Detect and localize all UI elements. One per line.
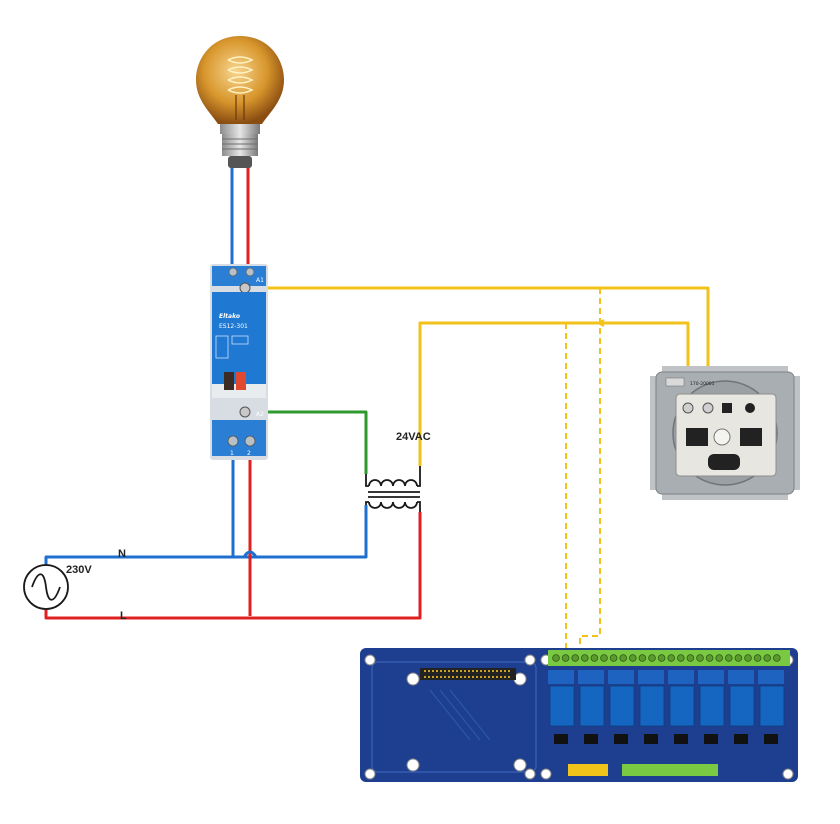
relay-channel — [608, 670, 635, 744]
relay-channel — [728, 670, 755, 744]
switch-part-number: 170-20001 — [690, 381, 715, 387]
relay-channel — [578, 670, 605, 744]
control-a1-wire — [252, 286, 710, 398]
relay-terminal-housing — [728, 670, 754, 684]
terminal-screw — [772, 654, 781, 662]
light-bulb — [196, 36, 284, 168]
terminal-screws — [552, 654, 781, 662]
relay-driver-chip — [644, 734, 658, 744]
relay-driver-chip — [554, 734, 568, 744]
terminal-screw — [609, 654, 618, 662]
terminal-screw — [600, 654, 608, 662]
relay-channel — [758, 670, 785, 744]
relay-channel — [548, 670, 575, 744]
terminal-screw — [657, 654, 666, 662]
relay-body — [579, 685, 605, 727]
relay-body — [639, 685, 665, 727]
relay-driver-chip — [704, 734, 718, 744]
relay-channels — [548, 670, 785, 744]
terminal-screw — [763, 654, 771, 662]
relay-module: Eltako ES12-301 A1 A2 1 2 — [210, 264, 268, 460]
relay-body — [729, 685, 755, 727]
terminal-screw — [638, 654, 647, 662]
neutral-label: N — [118, 548, 126, 560]
switch-insert: 170-20001 — [650, 366, 800, 500]
relay-terminal-housing — [668, 670, 694, 684]
transformer — [365, 466, 421, 512]
relay-terminal-housing — [758, 670, 784, 684]
terminal-a2-label: A2 — [256, 411, 264, 418]
terminal-screw — [686, 654, 695, 662]
wires — [44, 168, 710, 652]
terminal-a1-label: A1 — [256, 277, 264, 284]
terminal-screw — [734, 654, 743, 662]
relay-model: ES12-301 — [219, 323, 248, 330]
terminal-screw — [744, 654, 752, 662]
relay-body — [549, 685, 575, 727]
relay-terminal-housing — [698, 670, 724, 684]
relay-body — [669, 685, 695, 727]
relay-body — [699, 685, 725, 727]
terminal-screw — [715, 654, 723, 662]
relay-brand: Eltako — [219, 313, 240, 320]
relay-terminal-housing — [638, 670, 664, 684]
relay-driver-chip — [614, 734, 628, 744]
terminal-screw — [667, 654, 675, 662]
terminal-screw — [571, 654, 579, 662]
source-voltage-label: 230V — [66, 564, 92, 576]
relay-channel — [668, 670, 695, 744]
neutral-bus-wire — [44, 505, 368, 570]
terminal-screw — [590, 654, 599, 662]
terminal-screw — [619, 654, 627, 662]
terminal-screw — [628, 654, 637, 662]
relay-driver-chip — [584, 734, 598, 744]
transformer-voltage-label: 24VAC — [396, 431, 431, 443]
relay-driver-chip — [674, 734, 688, 744]
terminal-a1 — [239, 282, 251, 294]
coil-a2-wire — [246, 410, 368, 474]
terminal-screw — [724, 654, 733, 662]
sine-wave-icon — [31, 573, 61, 601]
terminal-screw — [552, 654, 560, 662]
relay-terminal-housing — [608, 670, 634, 684]
relay-driver-chip — [734, 734, 748, 744]
terminal-screw — [580, 654, 589, 662]
relay-channel — [638, 670, 665, 744]
terminal-1-label: 1 — [230, 450, 234, 457]
relay-channel — [698, 670, 725, 744]
terminal-screw — [705, 654, 714, 662]
relay-terminal-housing — [548, 670, 574, 684]
control-24v-wire — [418, 321, 690, 466]
relay-terminal-housing — [578, 670, 604, 684]
terminal-screw — [696, 654, 704, 662]
gpio-header — [420, 668, 516, 680]
control-dashed-wire-1 — [579, 288, 601, 652]
line-bus-wire — [44, 512, 422, 620]
ac-source — [23, 564, 69, 610]
terminal-screw — [648, 654, 656, 662]
relay-driver-chip — [764, 734, 778, 744]
terminal-screw — [753, 654, 762, 662]
terminal-2-label: 2 — [247, 450, 251, 457]
wire-crossing-hop — [242, 550, 258, 558]
wire-arrow — [597, 319, 605, 327]
relay-body — [759, 685, 785, 727]
terminal-screw — [561, 654, 570, 662]
terminal-a2 — [239, 406, 251, 418]
terminal-screw — [676, 654, 685, 662]
relay-body — [609, 685, 635, 727]
line-label: L — [120, 610, 127, 622]
